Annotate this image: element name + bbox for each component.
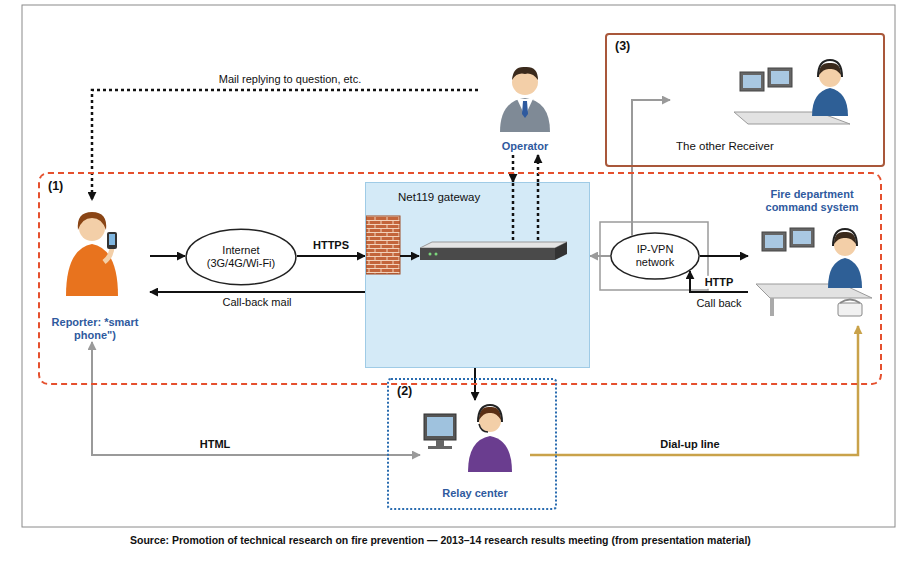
node-label: IP-VPN network [624,243,686,269]
node-label: The other Receiver [676,140,774,154]
command-node: Fire department command system [748,186,876,326]
gateway-box: Net119 gateway [365,182,590,368]
vpn-frame [600,222,708,290]
node-label: (1) [48,179,63,194]
node-label: Reporter: *smart phone") [48,316,142,342]
connector [150,255,185,257]
node-label: (3) [615,39,630,54]
node-label: Internet (3G/4G/Wi-Fi) [197,244,285,270]
relay-node: Relay center [420,400,530,502]
edge-label: HTML [198,438,233,451]
node-label: Operator [478,140,572,153]
connector [530,326,858,455]
edge-label: Mail replying to question, etc. [217,73,363,86]
region-boundary: (2) Relay center [387,378,557,510]
command-desk [756,228,872,316]
outer-frame [22,5,895,527]
connector [512,155,515,182]
inner-arrow [400,255,419,257]
node-label: (2) [397,384,412,399]
node-label: Relay center [420,487,530,500]
network-ellipse: IP-VPN network [610,232,700,280]
connector [92,90,478,200]
connector [537,155,540,182]
dotted-continuation [513,183,538,241]
node-label: Net119 gateway [398,191,480,205]
relay-figure [424,405,512,472]
receiver-desk [734,60,850,124]
connector [590,255,610,257]
edge-label: HTTPS [311,239,351,252]
network-ellipse: Internet (3G/4G/Wi-Fi) [185,228,297,286]
ellipse-shape [611,233,699,279]
receiver-node: The other Receiver [670,48,875,160]
region-boundary: (3) The other Receiver [605,33,885,167]
reporter-node: Reporter: *smart phone") [40,200,150,342]
ellipse-shape [186,229,296,285]
reporter-figure [66,212,118,296]
edge-label: Call-back mail [220,296,293,309]
region-boundary: (1) Net119 gatewayReporter: *smart phone"… [38,172,882,385]
connector [700,255,748,257]
connector [92,342,420,455]
edge-note: Call back [694,297,743,310]
node-label: Fire department command system [748,188,876,214]
connector [632,100,670,235]
connector [690,271,748,292]
connector [297,255,365,257]
gateway-fill [365,182,590,368]
edge-label: HTTP [703,276,736,289]
firewall [366,216,400,274]
source-caption: Source: Promotion of technical research … [130,534,770,547]
edge-label: Dial-up line [658,438,721,451]
operator-figure [500,67,550,132]
operator-node: Operator [478,55,572,155]
server [420,242,567,260]
connector [150,291,365,293]
